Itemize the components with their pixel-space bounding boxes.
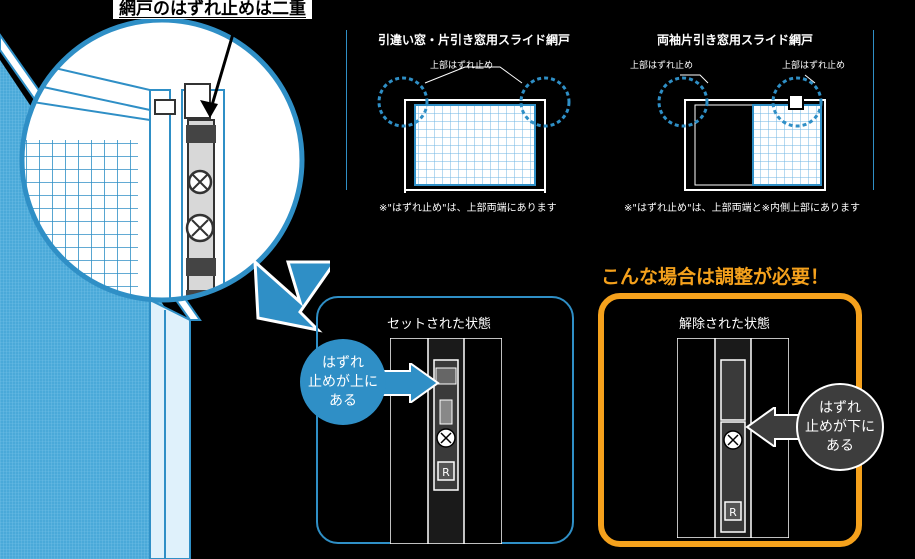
screen-illustration <box>0 9 330 559</box>
arrow-right-icon <box>253 258 330 333</box>
r-badge-icon: R <box>437 461 455 481</box>
alert-text: こんな場合は調整が必要！ <box>601 266 830 288</box>
screw-icon <box>185 169 215 243</box>
right-diagram-label-left: 上部はずれ止め <box>630 61 694 71</box>
left-diagram-title: 引違い窓・片引き窓用スライド網戸 <box>378 33 571 47</box>
left-diagram-note: ※"はずれ止め"は、上部両端にあります <box>379 203 557 214</box>
zoom-circle <box>19 17 305 303</box>
left-diagram-label: 上部はずれ止め <box>430 61 494 71</box>
set-bubble-line2: 止めが上に <box>308 373 378 390</box>
released-bubble-line2: 止めが下に <box>805 418 875 435</box>
right-window-diagram <box>657 74 826 191</box>
zoom-title: 網戸のはずれ止めは二重 <box>113 0 312 19</box>
right-diagram-title: 両袖片引き窓用スライド網戸 <box>657 33 814 47</box>
top-left-divider <box>346 30 347 190</box>
set-bubble-line3: ある <box>329 392 357 409</box>
right-diagram-note: ※"はずれ止め"は、上部両端と※内側上部にあります <box>624 203 860 214</box>
released-state-bubble: はずれ 止めが下に ある <box>796 383 884 471</box>
set-bubble-line1: はずれ <box>322 354 364 371</box>
svg-text:R: R <box>442 466 450 479</box>
svg-text:R: R <box>729 506 737 519</box>
set-state-title: セットされた状態 <box>387 317 492 332</box>
left-window-diagram <box>377 66 571 193</box>
r-badge-icon: R <box>724 501 742 521</box>
right-diagram-label-right: 上部はずれ止め <box>782 61 846 71</box>
released-bubble-line1: はずれ <box>819 399 861 416</box>
top-right-divider <box>873 30 874 190</box>
released-state-title: 解除された状態 <box>679 317 771 332</box>
released-bubble-line3: ある <box>826 437 854 454</box>
set-state-bubble: はずれ 止めが上に ある <box>300 339 386 425</box>
